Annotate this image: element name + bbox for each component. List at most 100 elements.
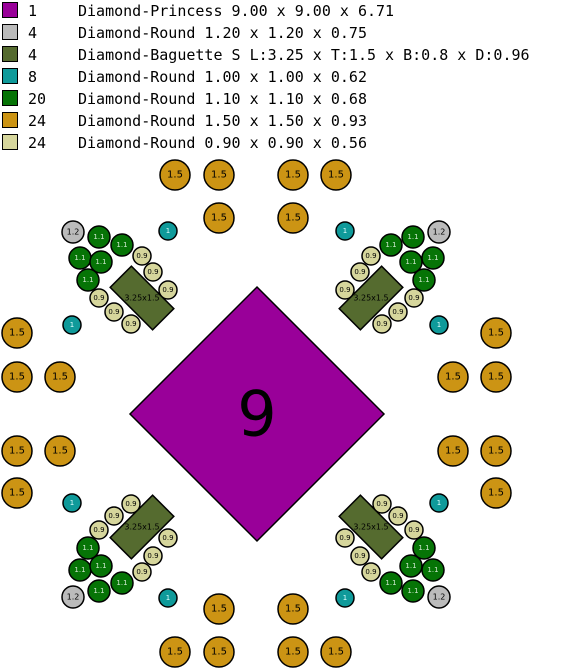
- legend-quantity: 24: [28, 134, 47, 152]
- stone-label: 1: [437, 321, 441, 329]
- round-stone: [87, 579, 111, 603]
- round-stone: [110, 571, 134, 595]
- legend-swatch: [2, 134, 18, 150]
- round-stone: [350, 262, 370, 282]
- stone-label: 1.5: [328, 647, 344, 658]
- stone-label: 1: [70, 321, 74, 329]
- stone-label: 1.5: [285, 647, 301, 658]
- round-stone: [480, 317, 512, 349]
- stone-label: 1.2: [67, 228, 80, 237]
- stone-label: 0.9: [136, 252, 147, 260]
- legend-swatch: [2, 2, 18, 18]
- legend-description: Diamond-Round 1.10 x 1.10 x 0.68: [78, 90, 367, 108]
- legend-swatch: [2, 68, 18, 84]
- stone-label: 0.9: [408, 294, 419, 302]
- round-stone: [158, 588, 178, 608]
- stone-label: 0.9: [339, 534, 350, 542]
- round-stone: [429, 315, 449, 335]
- round-stone: [89, 554, 113, 578]
- round-stone: [361, 246, 381, 266]
- round-stone: [480, 361, 512, 393]
- legend-quantity: 4: [28, 46, 38, 64]
- stone-label: 1.2: [433, 593, 446, 602]
- round-stone: [399, 554, 423, 578]
- round-stone: [121, 494, 141, 514]
- round-stone: [335, 588, 355, 608]
- legend-description: Diamond-Round 1.20 x 1.20 x 0.75: [78, 24, 367, 42]
- round-stone: [104, 302, 124, 322]
- round-stone: [388, 302, 408, 322]
- round-stone: [429, 493, 449, 513]
- legend-description: Diamond-Princess 9.00 x 9.00 x 6.71: [78, 2, 395, 20]
- stone-label: 1.1: [407, 587, 418, 595]
- stone-label: 0.9: [365, 252, 376, 260]
- legend-swatch: [2, 112, 18, 128]
- stone-label: 1.5: [211, 213, 227, 224]
- princess-stone-label: 9: [237, 378, 276, 451]
- baguette-label: 3.25x1.5: [353, 294, 388, 303]
- round-stone: [372, 494, 392, 514]
- stone-label: 0.9: [125, 500, 136, 508]
- round-stone: [44, 361, 76, 393]
- round-stone: [335, 221, 355, 241]
- stone-label: 1: [70, 499, 74, 507]
- stone-label: 0.9: [354, 268, 365, 276]
- round-stone: [110, 233, 134, 257]
- stone-label: 1.1: [405, 258, 416, 266]
- princess-stone: [128, 285, 386, 543]
- stone-label: 1.1: [385, 241, 396, 249]
- stone-label: 1: [437, 499, 441, 507]
- baguette-stone: [109, 265, 175, 331]
- stone-label: 1.5: [211, 604, 227, 615]
- round-stone: [335, 280, 355, 300]
- round-stone: [62, 493, 82, 513]
- stone-label: 0.9: [365, 568, 376, 576]
- round-stone: [388, 506, 408, 526]
- stone-label: 1.5: [52, 446, 68, 457]
- round-stone: [62, 315, 82, 335]
- round-stone: [1, 317, 33, 349]
- round-stone: [427, 585, 451, 609]
- stone-label: 1.5: [285, 170, 301, 181]
- round-stone: [76, 268, 100, 292]
- stone-label: 1.5: [167, 170, 183, 181]
- stone-label: 1.1: [95, 258, 106, 266]
- round-stone: [320, 159, 352, 191]
- stone-label: 0.9: [108, 512, 119, 520]
- stone-label: 0.9: [408, 526, 419, 534]
- round-stone: [89, 288, 109, 308]
- round-stone: [44, 435, 76, 467]
- stone-label: 1.1: [427, 254, 438, 262]
- stone-label: 0.9: [376, 500, 387, 508]
- stone-label: 1.1: [385, 579, 396, 587]
- round-stone: [203, 159, 235, 191]
- round-stone: [277, 593, 309, 625]
- round-stone: [379, 571, 403, 595]
- stone-label: 1: [166, 594, 170, 602]
- legend-quantity: 20: [28, 90, 47, 108]
- legend-quantity: 1: [28, 2, 38, 20]
- stone-label: 0.9: [392, 512, 403, 520]
- stone-label: 1.1: [116, 241, 127, 249]
- round-stone: [335, 528, 355, 548]
- round-stone: [320, 636, 352, 668]
- stone-label: 0.9: [162, 534, 173, 542]
- stone-label: 1.5: [52, 372, 68, 383]
- stone-label: 1.5: [9, 372, 25, 383]
- stone-label: 1.5: [9, 488, 25, 499]
- stone-label: 1.5: [211, 647, 227, 658]
- round-stone: [132, 562, 152, 582]
- round-stone: [277, 636, 309, 668]
- stone-label: 1.1: [418, 544, 429, 552]
- round-stone: [277, 202, 309, 234]
- baguette-stone: [338, 494, 404, 560]
- stone-label: 0.9: [125, 320, 136, 328]
- round-stone: [1, 361, 33, 393]
- stone-label: 0.9: [147, 552, 158, 560]
